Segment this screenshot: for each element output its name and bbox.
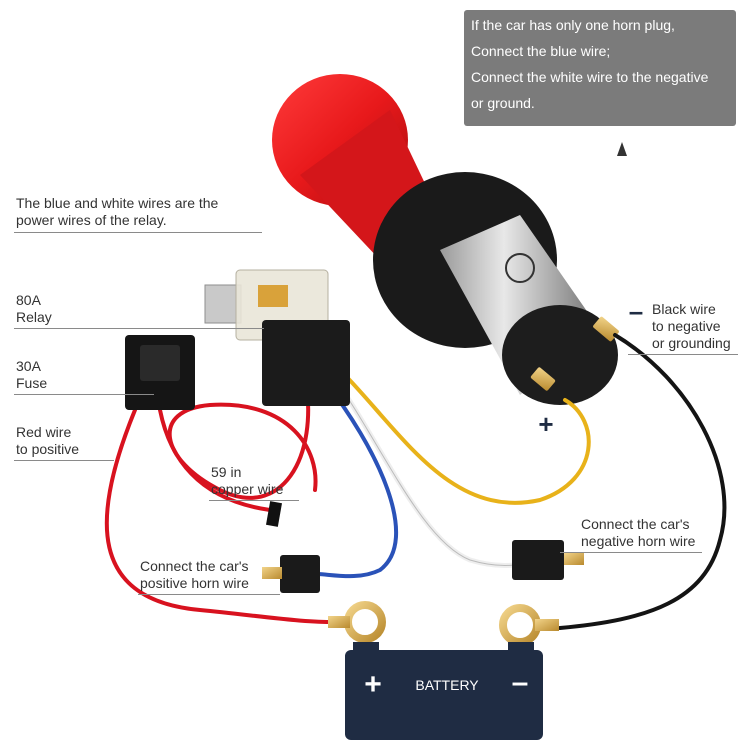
horn-terminal-positive	[530, 367, 556, 391]
fuse-leader	[14, 394, 154, 395]
red-wire-to-battery	[104, 408, 332, 624]
positive-ring-crimp	[328, 616, 350, 628]
negative-horn-leader	[560, 552, 702, 553]
callout-line: Connect the white wire to the negative	[471, 69, 709, 85]
callout-box: If the car has only one horn plug, Conne…	[464, 10, 736, 126]
relay-leader	[14, 328, 264, 329]
callout-line: Connect the blue wire;	[471, 43, 611, 59]
black-wire-band	[266, 501, 282, 527]
connectors	[262, 501, 584, 593]
fuse-cap	[140, 345, 180, 381]
horn	[272, 74, 619, 405]
callout-arrow	[617, 142, 627, 156]
relay-coil	[258, 285, 288, 307]
battery-minus-sign: –	[512, 666, 529, 699]
copper-wire-leader	[209, 500, 299, 501]
horn-minus-mark: –	[629, 296, 643, 326]
yellow-wire	[338, 368, 591, 505]
power-wires-label: The blue and white wires are the power w…	[16, 195, 219, 228]
horn-end-cap	[502, 305, 618, 405]
battery: + – BATTERY	[345, 642, 543, 740]
negative-ring-terminal	[499, 604, 541, 646]
black-wire	[558, 333, 727, 630]
negative-horn-connector	[512, 540, 564, 580]
negative-horn-spade	[564, 553, 584, 565]
red-wire-leader	[14, 460, 114, 461]
relay-socket	[262, 320, 350, 406]
callout-line: or ground.	[471, 95, 535, 111]
white-wire-outline	[329, 371, 516, 566]
positive-horn-leader	[138, 594, 280, 595]
black-wire-label: Black wire to negative or grounding	[652, 301, 731, 351]
positive-ring-terminal	[344, 601, 386, 643]
negative-horn-label: Connect the car's negative horn wire	[581, 516, 696, 549]
battery-plus-sign: +	[364, 668, 382, 701]
battery-body	[345, 650, 543, 740]
copper-wire-label: 59 in copper wire	[211, 464, 284, 497]
horn-plus-mark: +	[538, 409, 553, 439]
relay-label: 80A Relay	[16, 292, 52, 325]
battery-label: BATTERY	[415, 677, 479, 693]
callout-line: If the car has only one horn plug,	[471, 17, 675, 33]
horn-emblem	[505, 253, 535, 283]
negative-ring-crimp	[535, 619, 559, 631]
fuse-holder	[125, 335, 195, 410]
blue-wire	[316, 373, 398, 579]
positive-horn-connector	[280, 555, 320, 593]
black-wire-leader	[628, 354, 738, 355]
red-wire-fuse-link	[158, 408, 272, 512]
fuse-label: 30A Fuse	[16, 358, 48, 391]
positive-horn-label: Connect the car's positive horn wire	[140, 558, 249, 591]
positive-horn-spade	[262, 567, 282, 579]
red-wire-label: Red wire to positive	[16, 424, 80, 457]
relay	[204, 269, 350, 406]
ring-terminals	[328, 601, 559, 646]
horn-terminal-negative	[593, 316, 619, 342]
wires	[104, 333, 727, 630]
power-wires-leader	[14, 232, 262, 233]
white-wire	[327, 369, 518, 568]
